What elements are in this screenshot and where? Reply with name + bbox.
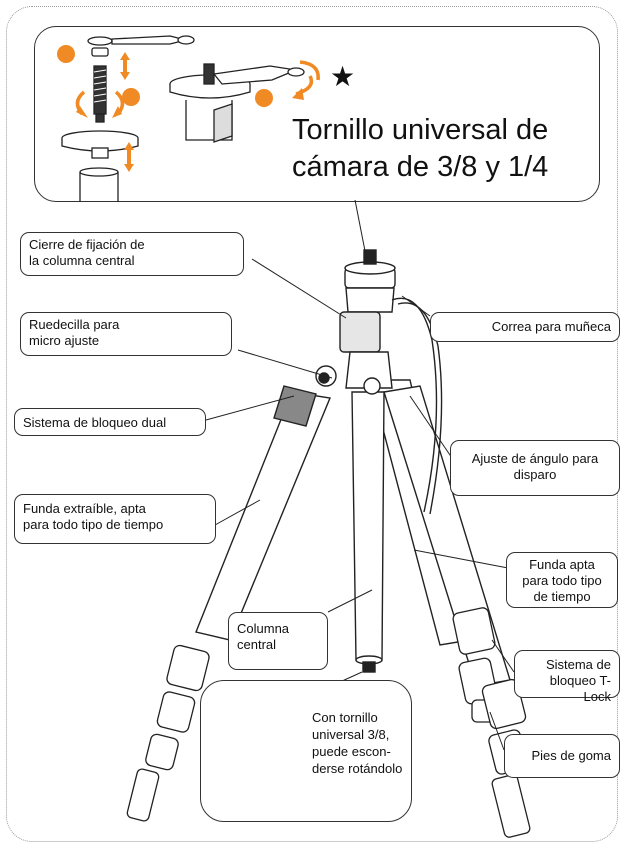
- callout-line: Sistema de bloqueo dual: [23, 415, 167, 430]
- callout-line: Columna: [237, 621, 290, 636]
- callout-line: Cierre de fijación de: [29, 237, 145, 252]
- callout-line: para todo tipo: [522, 573, 602, 588]
- callout-pies-goma: Pies de goma: [504, 734, 620, 778]
- inset-line: puede escon-: [312, 744, 391, 759]
- callout-line: Sistema de: [545, 657, 611, 672]
- callout-line: Funda apta: [529, 557, 595, 572]
- callout-bloqueo-dual: Sistema de bloqueo dual: [14, 408, 206, 436]
- screw-detail-panel: [34, 26, 600, 202]
- callout-line: micro ajuste: [29, 333, 100, 348]
- hidden-screw-panel: [200, 680, 412, 822]
- callout-columna-central: Columna central: [228, 612, 328, 670]
- callout-ruedecilla: Ruedecilla para micro ajuste: [20, 312, 232, 356]
- screw-parts-drawing: [61, 35, 305, 202]
- callout-line: Correa para muñeca: [491, 319, 611, 334]
- inset-line: derse rotándolo: [312, 761, 403, 776]
- leader-lines: [205, 199, 515, 751]
- star-icon: ★: [330, 61, 356, 92]
- callout-line: disparo: [513, 467, 557, 482]
- page-title: Tornillo universal de cámara de 3/8 y 1/…: [292, 112, 548, 186]
- callout-line: Ajuste de ángulo para: [471, 451, 599, 466]
- callout-line: la columna central: [29, 253, 135, 268]
- callout-cierre-columna: Cierre de fijación de la columna central: [20, 232, 244, 276]
- inset-line: universal 3/8,: [312, 727, 390, 742]
- callout-t-lock: Sistema de bloqueo T-Lock: [514, 650, 620, 704]
- callout-funda-apta: Funda apta para todo tipo de tiempo: [506, 552, 618, 608]
- callout-line: Pies de goma: [531, 748, 612, 763]
- callout-correa: Correa para muñeca: [430, 312, 620, 342]
- inset-line: Con tornillo: [312, 710, 378, 725]
- callout-line: Ruedecilla para: [29, 317, 120, 332]
- callout-line: bloqueo T-Lock: [549, 673, 611, 704]
- callout-line: Funda extraíble, apta: [23, 501, 146, 516]
- title-line-2: cámara de 3/8 y 1/4: [292, 151, 549, 183]
- callout-line: central: [237, 637, 277, 652]
- hidden-screw-text: Con tornillo universal 3/8, puede escon-…: [312, 709, 402, 777]
- arrow-heads: [76, 88, 304, 118]
- callout-funda-extraible: Funda extraíble, apta para todo tipo de …: [14, 494, 216, 544]
- page-frame: [6, 6, 618, 842]
- title-line-1: Tornillo universal de: [292, 114, 549, 146]
- orange-markers: [57, 45, 273, 172]
- callout-ajuste-angulo: Ajuste de ángulo para disparo: [450, 440, 620, 496]
- callout-line: para todo tipo de tiempo: [23, 517, 164, 532]
- callout-line: de tiempo: [533, 589, 591, 604]
- tripod-body: [195, 249, 511, 687]
